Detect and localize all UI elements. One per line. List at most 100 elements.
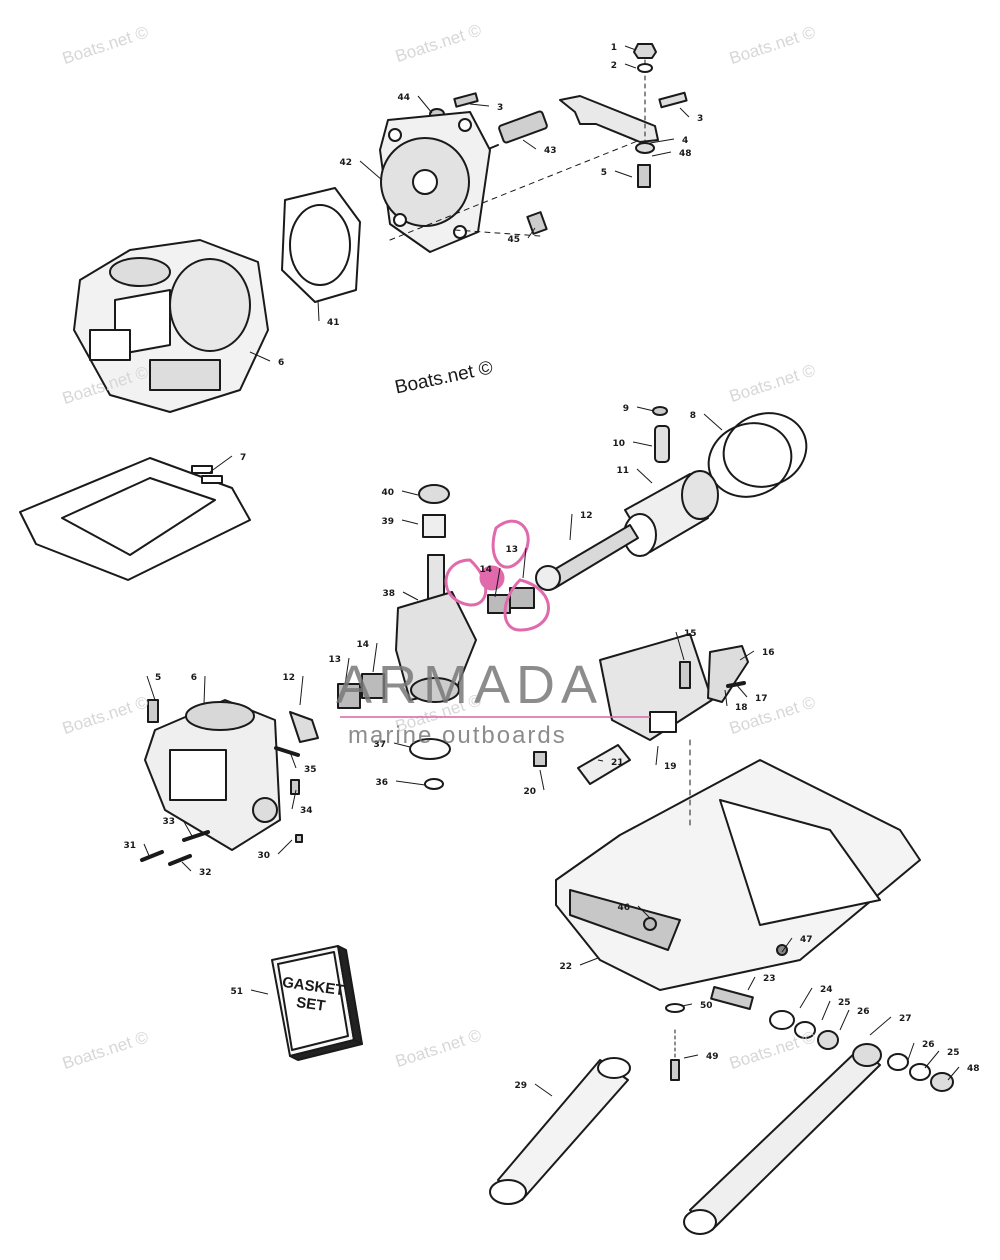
callout-number: 24 [820, 985, 833, 995]
spark-plug [485, 110, 548, 151]
callout-number: 25 [838, 998, 851, 1008]
callout-leader [344, 657, 350, 686]
callout-number: 12 [282, 673, 295, 683]
callout-13: 13 [328, 655, 350, 686]
callout-leader [395, 780, 426, 786]
callout-leader [675, 631, 685, 661]
callout-leader [821, 1000, 831, 1021]
callout-leader [869, 1016, 892, 1036]
callout-33: 33 [162, 817, 193, 837]
callout-32: 32 [181, 861, 212, 878]
callout-number: 48 [679, 149, 692, 159]
callout-number: 6 [278, 358, 284, 368]
callout-16: 16 [739, 648, 775, 661]
callout-26: 26 [839, 1007, 870, 1031]
callout-leader [539, 769, 545, 791]
callout-24: 24 [799, 985, 833, 1009]
callout-leader [181, 861, 192, 872]
connecting-rod [535, 524, 639, 591]
callout-20: 20 [523, 769, 545, 797]
callout-6: 6 [249, 351, 284, 368]
callout-40: 40 [381, 488, 419, 498]
crankshaft [395, 484, 477, 790]
logo-subtitle: marine outboards [348, 722, 567, 749]
callout-leader [651, 151, 672, 157]
callout-leader [522, 139, 537, 150]
callout-2: 2 [611, 61, 637, 71]
callout-14: 14 [479, 565, 501, 598]
callout-leader [637, 905, 651, 919]
callout-4: 4 [649, 136, 688, 146]
callout-5: 5 [146, 673, 161, 701]
callout-10: 10 [612, 439, 653, 449]
callout-3: 3 [469, 103, 503, 113]
callout-47: 47 [781, 935, 813, 953]
callout-27: 27 [869, 1014, 912, 1036]
callout-49: 49 [683, 1052, 719, 1062]
callout-6: 6 [191, 673, 206, 705]
callout-leader [417, 95, 433, 114]
callout-leader [683, 1054, 699, 1059]
callout-leader [359, 160, 383, 181]
callout-leader [203, 675, 206, 705]
callout-number: 26 [922, 1040, 935, 1050]
callout-5: 5 [601, 168, 633, 178]
callout-leader [393, 742, 411, 748]
callout-leader [799, 987, 813, 1009]
callout-leader [291, 789, 297, 810]
callout-30: 30 [257, 839, 293, 861]
swivel-hardware [489, 986, 954, 1235]
callout-leader [299, 675, 304, 706]
callout-leader [655, 745, 659, 766]
callout-9: 9 [623, 404, 655, 414]
callout-number: 4 [682, 136, 688, 146]
callout-leader [289, 751, 297, 769]
callout-leader [632, 441, 653, 447]
callout-number: 49 [706, 1052, 719, 1062]
callout-leader [597, 759, 604, 762]
callout-number: 8 [690, 411, 696, 421]
callout-7: 7 [209, 453, 246, 473]
callout-leader [317, 299, 320, 322]
callout-number: 13 [505, 545, 518, 555]
callout-leader [947, 1066, 960, 1081]
callout-39: 39 [381, 517, 419, 527]
callout-number: 47 [800, 935, 813, 945]
callout-leader [703, 413, 723, 431]
callout-leader [781, 937, 793, 953]
callout-leader [527, 227, 536, 239]
cylinder-head-cover [379, 111, 491, 253]
callout-leader [724, 689, 728, 707]
callout-leader [494, 567, 501, 598]
callout-number: 30 [257, 851, 270, 861]
callout-29: 29 [514, 1081, 553, 1097]
callout-leader [372, 642, 378, 673]
callout-12: 12 [282, 673, 304, 706]
callout-number: 41 [327, 318, 340, 328]
callout-number: 2 [611, 61, 617, 71]
callout-leader [249, 351, 271, 362]
callout-number: 31 [123, 841, 136, 851]
callout-leader [522, 547, 527, 579]
callout-number: 13 [328, 655, 341, 665]
callout-number: 16 [762, 648, 775, 658]
callout-number: 44 [397, 93, 410, 103]
callout-8: 8 [690, 411, 723, 431]
logo-name: ARMADA [336, 655, 604, 715]
callout-number: 35 [304, 765, 317, 775]
cylinder-block [73, 239, 269, 413]
callout-35: 35 [289, 751, 317, 775]
callout-leader [839, 1009, 850, 1031]
callout-number: 42 [339, 158, 352, 168]
callout-leader [569, 513, 573, 541]
callout-number: 14 [479, 565, 492, 575]
assembly-guide-lines [389, 139, 691, 831]
callout-number: 25 [947, 1048, 960, 1058]
callout-leader [747, 976, 756, 991]
callout-leader [624, 63, 637, 69]
callout-number: 39 [381, 517, 394, 527]
callout-17: 17 [734, 682, 768, 704]
callout-number: 12 [580, 511, 593, 521]
callout-18: 18 [724, 689, 748, 713]
